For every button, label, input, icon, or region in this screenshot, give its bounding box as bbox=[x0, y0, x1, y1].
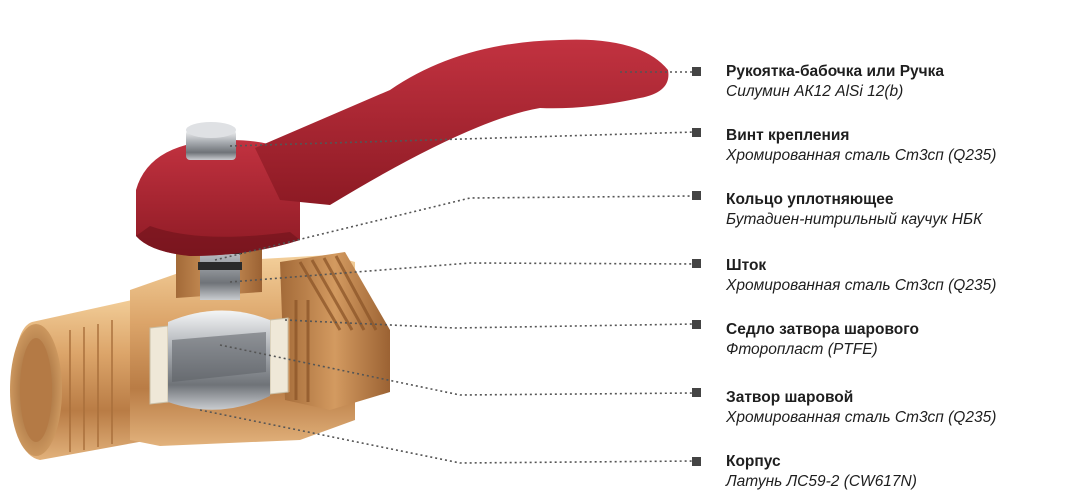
marker-square bbox=[692, 388, 701, 397]
marker-square bbox=[692, 320, 701, 329]
chrome-ball bbox=[168, 310, 270, 409]
marker-square bbox=[692, 457, 701, 466]
callout-handle: Рукоятка-бабочка или Ручка Силумин АК12 … bbox=[726, 62, 944, 102]
callout-oring: Кольцо уплотняющее Бутадиен-нитрильный к… bbox=[726, 190, 982, 230]
callout-material: Хромированная сталь Ст3сп (Q235) bbox=[726, 146, 996, 166]
callout-stem: Шток Хромированная сталь Ст3сп (Q235) bbox=[726, 256, 996, 296]
callout-name: Корпус bbox=[726, 452, 917, 472]
marker-square bbox=[692, 67, 701, 76]
callout-name: Кольцо уплотняющее bbox=[726, 190, 982, 210]
marker-square bbox=[692, 128, 701, 137]
callout-material: Силумин АК12 AlSi 12(b) bbox=[726, 82, 944, 102]
callout-material: Фторопласт (PTFE) bbox=[726, 340, 919, 360]
callout-name: Седло затвора шарового bbox=[726, 320, 919, 340]
callout-material: Хромированная сталь Ст3сп (Q235) bbox=[726, 276, 996, 296]
callout-material: Латунь ЛС59-2 (CW617N) bbox=[726, 472, 917, 492]
retaining-screw bbox=[186, 122, 236, 160]
marker-square bbox=[692, 191, 701, 200]
callout-material: Бутадиен-нитрильный каучук НБК bbox=[726, 210, 982, 230]
callout-name: Шток bbox=[726, 256, 996, 276]
callout-seat: Седло затвора шарового Фторопласт (PTFE) bbox=[726, 320, 919, 360]
callout-name: Рукоятка-бабочка или Ручка bbox=[726, 62, 944, 82]
marker-square bbox=[692, 259, 701, 268]
callout-name: Затвор шаровой bbox=[726, 388, 996, 408]
leader-markers bbox=[692, 67, 701, 466]
callout-material: Хромированная сталь Ст3сп (Q235) bbox=[726, 408, 996, 428]
callout-screw: Винт крепления Хромированная сталь Ст3сп… bbox=[726, 126, 996, 166]
callout-name: Винт крепления bbox=[726, 126, 996, 146]
callout-ball: Затвор шаровой Хромированная сталь Ст3сп… bbox=[726, 388, 996, 428]
callout-body: Корпус Латунь ЛС59-2 (CW617N) bbox=[726, 452, 917, 492]
